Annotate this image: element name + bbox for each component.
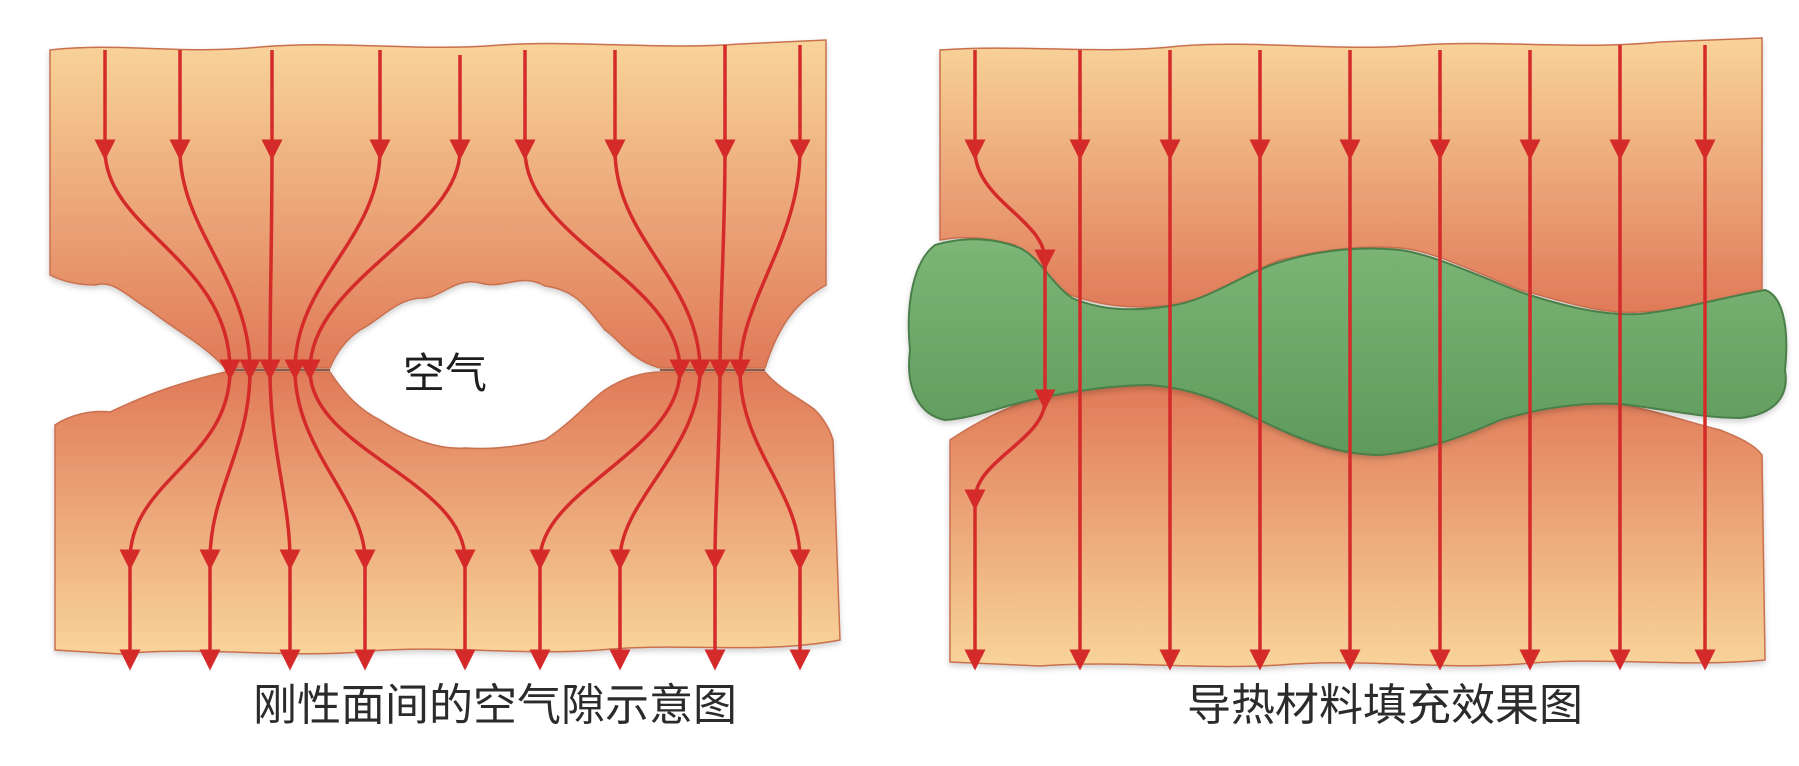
- heat-flow-arrow: [704, 45, 736, 671]
- heat-flow-arrow: [299, 55, 476, 671]
- heat-flow-arrow: [604, 50, 711, 671]
- heat-flow-arrow: [169, 50, 261, 671]
- right-diagram-caption: 导热材料填充效果图: [1187, 680, 1583, 731]
- heat-flow-lines: [964, 45, 1716, 671]
- thermal-filler-panel: [907, 37, 1788, 671]
- air-gap-label: 空气: [403, 349, 487, 398]
- left-diagram-caption: 刚性面间的空气隙示意图: [253, 680, 737, 731]
- air-gap-panel: 空气: [49, 39, 841, 671]
- heat-flow-lines: [94, 45, 811, 671]
- heat-flow-arrow: [729, 45, 811, 671]
- heat-flow-arrow: [964, 50, 1056, 671]
